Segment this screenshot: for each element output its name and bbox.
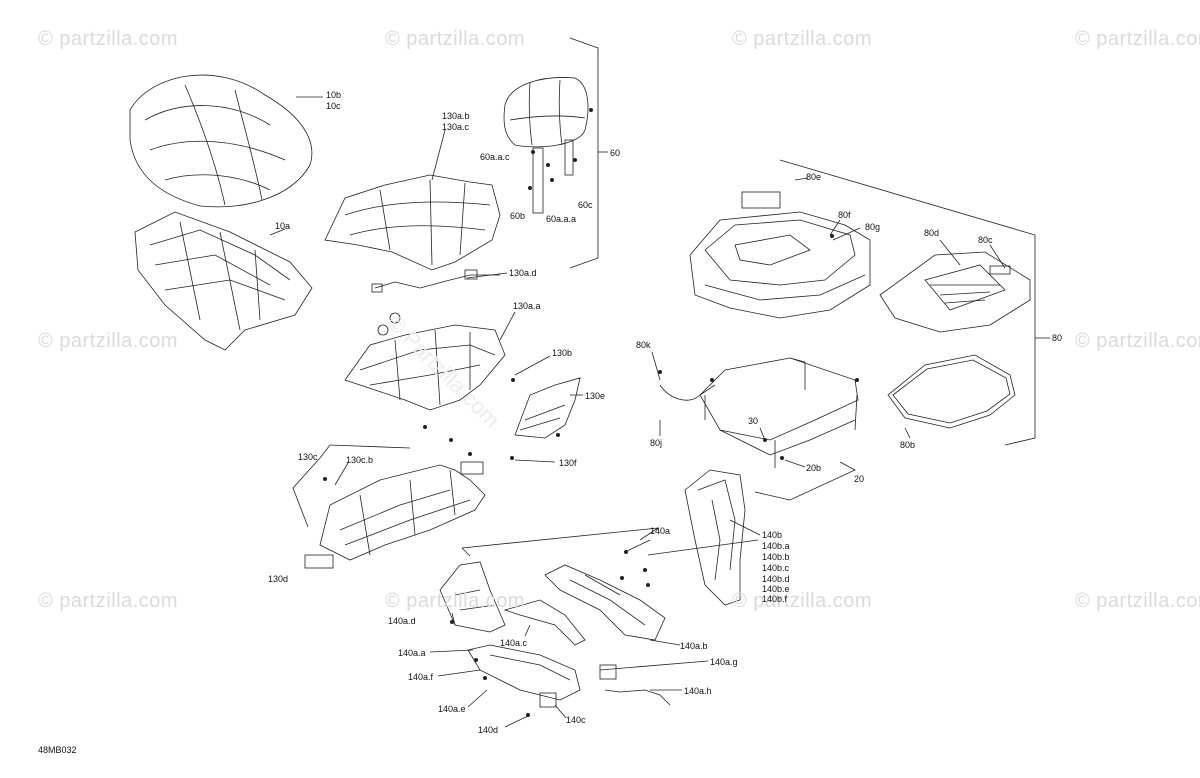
part-label: 60b <box>510 211 526 221</box>
part-label: 60c <box>578 200 593 210</box>
bracket-lines <box>269 37 1050 728</box>
part-label: 140b.f <box>762 594 788 604</box>
part-label: 140a <box>650 526 671 536</box>
watermark: © partzilla.com <box>385 28 526 50</box>
switch-part <box>599 664 671 706</box>
watermark: © partzilla.com <box>732 28 873 50</box>
seat-base-part <box>134 211 313 351</box>
watermark: © partzilla.com <box>38 28 179 50</box>
part-label: 130d <box>268 574 289 584</box>
part-label: 80e <box>806 172 822 182</box>
part-label: 60a.a.c <box>480 152 510 162</box>
rail-part <box>503 599 586 646</box>
part-label: 80k <box>636 340 651 350</box>
seat-frame-part <box>344 312 506 411</box>
part-label: 80c <box>978 235 993 245</box>
part-label: 130c.b <box>346 455 374 465</box>
part-label: 140a.g <box>710 657 738 667</box>
part-label: 130c <box>298 452 318 462</box>
side-guard-part <box>684 469 746 606</box>
seat-cover-part <box>129 74 313 208</box>
fastener-dots <box>323 108 859 717</box>
part-label: 140a.b <box>680 641 708 651</box>
part-label: 140b.b <box>762 552 790 562</box>
watermark: © partzilla.com <box>38 590 179 612</box>
watermark: © partzilla.com <box>1075 590 1200 612</box>
handle-part <box>467 644 581 708</box>
part-label: 140b.c <box>762 563 790 573</box>
harness-part <box>371 269 500 293</box>
part-label: 130a.d <box>509 268 537 278</box>
part-label: 80j <box>650 438 663 448</box>
part-label: 10b <box>326 90 342 100</box>
watermark: © partzilla.com <box>385 590 526 612</box>
passenger-seat-part <box>324 174 501 271</box>
part-label: 140b.d <box>762 574 790 584</box>
part-label: 130a.c <box>442 122 470 132</box>
part-label: 140a.e <box>438 704 466 714</box>
watermark: © partzilla.com <box>1075 28 1200 50</box>
storage-box-part <box>689 191 871 319</box>
cable-part <box>659 384 716 401</box>
part-label: 60 <box>610 148 621 158</box>
part-label: 130e <box>585 391 606 401</box>
side-panel-part <box>514 377 581 439</box>
part-label: 10a <box>275 221 291 231</box>
watermark: © partzilla.com <box>732 590 873 612</box>
backrest-part <box>503 77 589 214</box>
watermark: © partzilla.com <box>1075 330 1200 352</box>
part-label: 80g <box>865 222 881 232</box>
part-label: 60a.a.a <box>546 214 577 224</box>
rack-frame-part <box>699 357 859 468</box>
armrest-frame-part <box>544 564 666 641</box>
part-label: 140c <box>566 715 586 725</box>
part-label: 20 <box>854 474 865 484</box>
lid-part <box>879 251 1031 333</box>
part-label: 140d <box>478 725 499 735</box>
part-label: 30 <box>748 416 759 426</box>
part-label: 80 <box>1052 333 1063 343</box>
part-label: 80b <box>900 440 916 450</box>
diagram-code: 48MB032 <box>38 745 77 755</box>
part-label: 10c <box>326 101 341 111</box>
part-label: 140a.a <box>398 648 426 658</box>
armrest-part <box>439 561 506 633</box>
part-label: 140a.c <box>500 638 528 648</box>
part-label: 130a.a <box>513 301 541 311</box>
part-label: 140b.e <box>762 584 790 594</box>
watermark: © partzilla.com <box>38 330 179 352</box>
part-label: 140a.d <box>388 616 416 626</box>
part-label: 80d <box>924 228 940 238</box>
part-label: 140b <box>762 530 783 540</box>
part-label: 130f <box>559 458 577 468</box>
console-frame-part <box>304 461 486 569</box>
part-label: 130b <box>552 348 573 358</box>
part-label: 140a.f <box>408 672 434 682</box>
part-label: 80f <box>838 210 851 220</box>
part-label: 20b <box>806 463 822 473</box>
seal-part <box>887 354 1016 429</box>
part-label: 140a.h <box>684 686 712 696</box>
part-label: 140b.a <box>762 541 790 551</box>
part-label: 130a.b <box>442 111 470 121</box>
